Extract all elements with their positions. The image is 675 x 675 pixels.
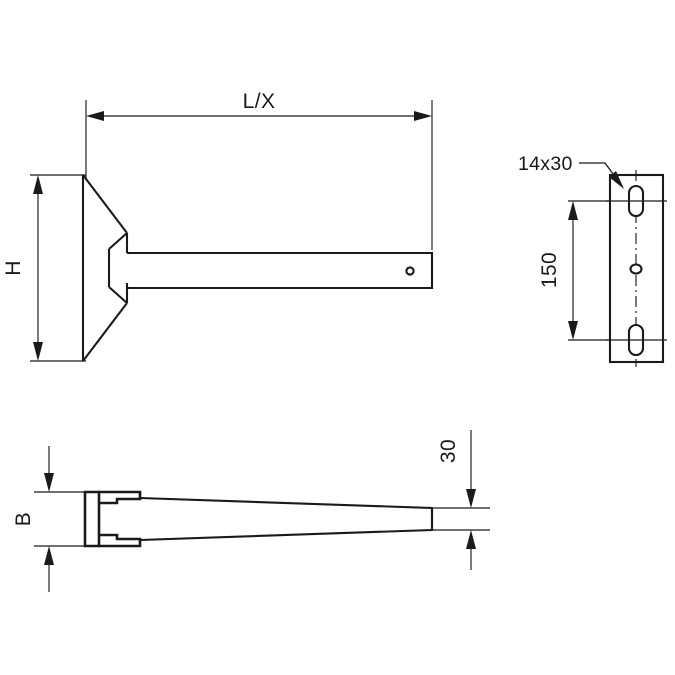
block-back-plate [83,490,101,548]
length-arrow-right [414,111,432,121]
front-plate-view: 14x30 150 [518,153,667,367]
tip-arrow-bottom [466,530,476,549]
block-bottom-clamp [99,533,142,548]
length-dimension-label: L/X [243,90,276,113]
block-top-clamp [99,490,142,505]
width-arrow-bottom [44,546,54,565]
width-arrow-top [44,473,54,492]
arm-round-hole [405,266,415,276]
top-plan-view: B 30 [12,430,490,592]
height-arrow-top [33,175,43,194]
tip-width-label: 30 [437,439,460,463]
spacing-arrow-top [568,201,578,220]
arm-taper-body [139,496,434,542]
height-dimension-label: H [2,260,25,276]
dimension-hole-spacing: 150 [538,200,610,341]
flange-boss-lower-left [108,286,128,304]
dimension-height: H [2,174,86,362]
dimension-tip-width: 30 [432,430,490,570]
center-round-hole [629,263,643,275]
width-dimension-label: B [12,512,35,526]
mounting-block-outline [83,490,142,548]
flange-boss-upper-left [108,232,128,250]
arm-outline [127,251,434,290]
length-arrow-left [86,111,104,121]
tapered-flange-outline [81,174,129,362]
dimension-length: L/X [85,90,433,250]
height-arrow-bottom [33,342,43,361]
flange-lower-taper [82,302,128,362]
tapered-arm-outline [139,496,434,542]
flange-upper-taper [82,174,128,234]
tip-arrow-top [466,489,476,508]
slot-leader-arrow [609,171,624,189]
spacing-arrow-bottom [568,321,578,340]
slot-callout: 14x30 [518,153,624,189]
slot-size-label: 14x30 [518,153,573,175]
side-elevation-view: L/X H [2,90,434,362]
dimension-width: B [12,446,98,592]
hole-spacing-label: 150 [538,252,561,288]
arm-body [127,251,434,290]
